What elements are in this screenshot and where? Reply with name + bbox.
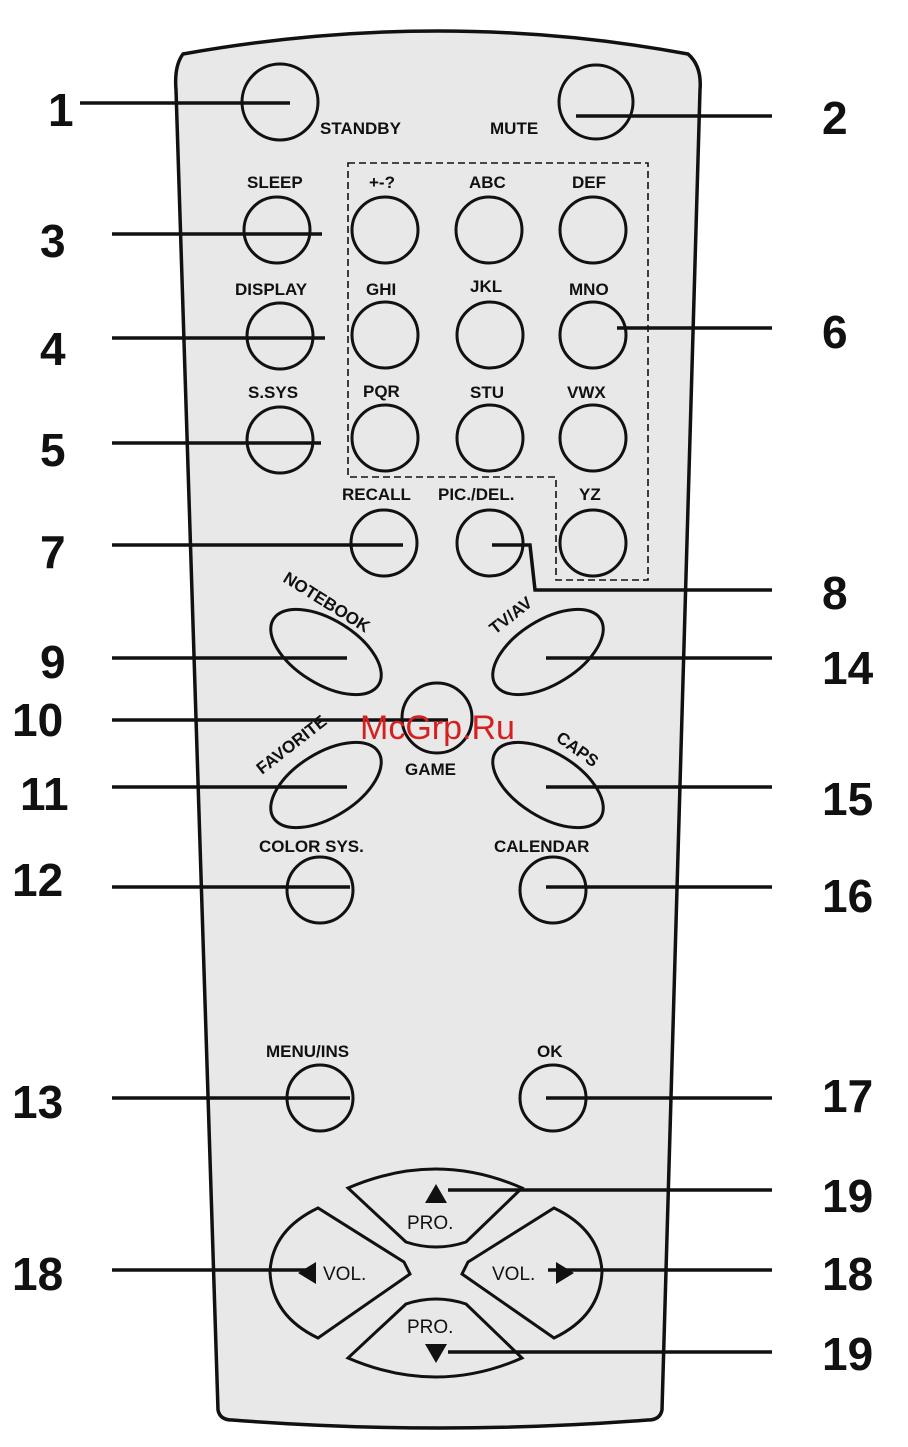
callout-19-top: 19 <box>822 1170 873 1222</box>
callout-6: 6 <box>822 306 848 358</box>
menuins-label: MENU/INS <box>266 1042 349 1061</box>
callout-17: 17 <box>822 1070 873 1122</box>
game-label: GAME <box>405 760 456 779</box>
callout-8: 8 <box>822 567 848 619</box>
display-button[interactable] <box>247 303 313 369</box>
watermark: McGrp.Ru <box>360 709 515 747</box>
key-9-label: VWX <box>567 383 606 402</box>
pro-up-label: PRO. <box>407 1213 453 1234</box>
callout-18-right: 18 <box>822 1248 873 1300</box>
key-7-label: PQR <box>363 382 400 401</box>
key-2-button[interactable] <box>456 197 522 263</box>
mute-button[interactable] <box>559 65 633 139</box>
standby-label: STANDBY <box>320 119 402 138</box>
mute-label: MUTE <box>490 119 538 138</box>
vol-left-label: VOL. <box>323 1264 366 1285</box>
callout-18-left: 18 <box>12 1248 63 1300</box>
picdel-button[interactable] <box>457 510 523 576</box>
key-4-label: GHI <box>366 280 396 299</box>
calendar-button[interactable] <box>520 857 586 923</box>
calendar-label: CALENDAR <box>494 837 589 856</box>
key-5-label: JKL <box>470 277 502 296</box>
key-5-button[interactable] <box>457 302 523 368</box>
key-9-button[interactable] <box>560 405 626 471</box>
recall-button[interactable] <box>351 510 417 576</box>
colorsys-button[interactable] <box>287 857 353 923</box>
callout-1: 1 <box>48 84 74 136</box>
callout-11: 11 <box>20 768 69 820</box>
key-1-label: +-? <box>369 173 395 192</box>
key-6-button[interactable] <box>560 302 626 368</box>
callout-12: 12 <box>12 854 63 906</box>
key-3-button[interactable] <box>560 197 626 263</box>
yz-button[interactable] <box>560 510 626 576</box>
key-1-button[interactable] <box>352 197 418 263</box>
vol-right-label: VOL. <box>492 1264 535 1285</box>
pro-down-label: PRO. <box>407 1317 453 1338</box>
recall-label: RECALL <box>342 485 411 504</box>
callout-5: 5 <box>40 424 66 476</box>
callout-4: 4 <box>40 323 66 375</box>
callout-13: 13 <box>12 1076 63 1128</box>
callout-16: 16 <box>822 870 873 922</box>
yz-label: YZ <box>579 485 601 504</box>
callout-15: 15 <box>822 773 873 825</box>
callout-10: 10 <box>12 694 63 746</box>
key-3-label: DEF <box>572 173 606 192</box>
key-2-label: ABC <box>469 173 506 192</box>
display-label: DISPLAY <box>235 280 308 299</box>
callout-2: 2 <box>822 92 848 144</box>
sleep-label: SLEEP <box>247 173 303 192</box>
key-4-button[interactable] <box>352 302 418 368</box>
key-8-button[interactable] <box>457 405 523 471</box>
callout-3: 3 <box>40 215 66 267</box>
ssys-button[interactable] <box>247 407 313 473</box>
key-8-label: STU <box>470 383 504 402</box>
callout-9: 9 <box>40 636 66 688</box>
callout-19-bottom: 19 <box>822 1328 873 1380</box>
picdel-label: PIC./DEL. <box>438 485 515 504</box>
sleep-button[interactable] <box>244 197 310 263</box>
callout-14: 14 <box>822 642 874 694</box>
colorsys-label: COLOR SYS. <box>259 837 364 856</box>
key-6-label: MNO <box>569 280 609 299</box>
key-7-button[interactable] <box>352 405 418 471</box>
ok-label: OK <box>537 1042 563 1061</box>
ssys-label: S.SYS <box>248 383 298 402</box>
callout-7: 7 <box>40 526 66 578</box>
